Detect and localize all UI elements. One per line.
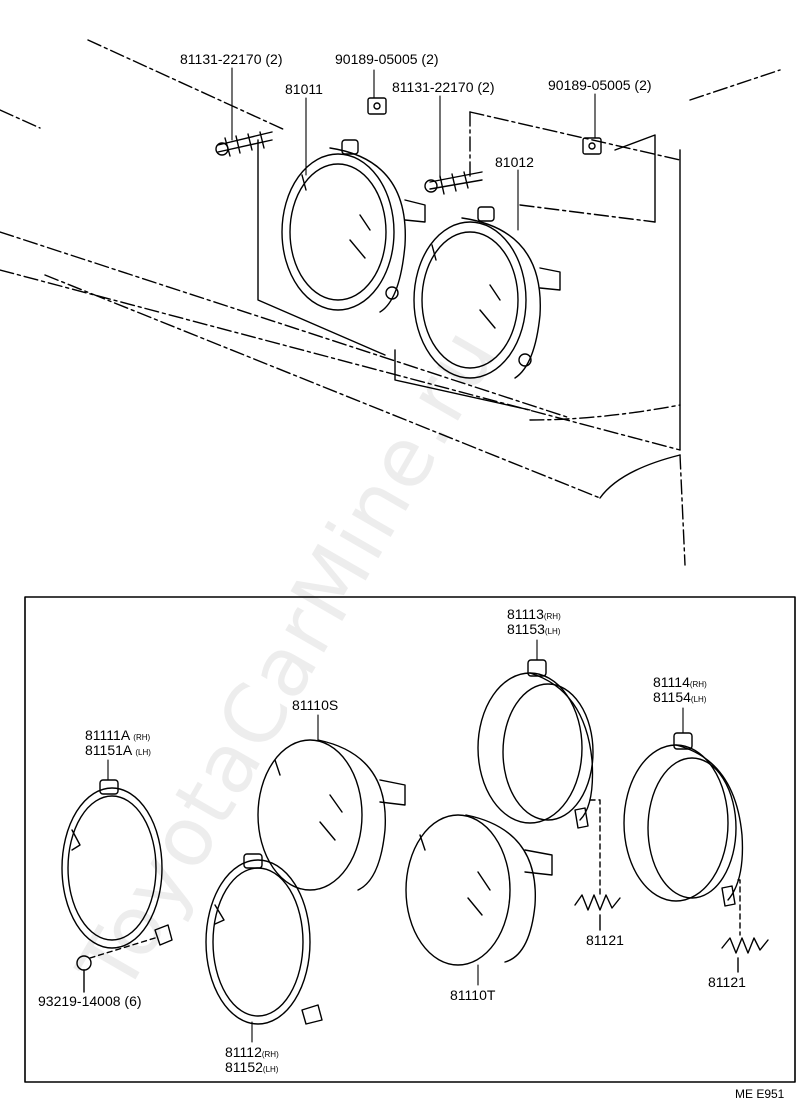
spring-81121-b xyxy=(721,937,769,973)
headlamp-81011 xyxy=(281,139,426,313)
leader-lines-top xyxy=(231,67,596,231)
housing-81114 xyxy=(623,732,744,907)
body-outline xyxy=(0,39,781,566)
bulb-81110t xyxy=(405,814,553,966)
clip-right xyxy=(582,137,602,155)
screw-right xyxy=(424,171,483,195)
nut-93219 xyxy=(76,937,156,993)
screw-left xyxy=(215,131,273,157)
retainer-81112 xyxy=(205,853,323,1025)
detail-frame xyxy=(24,596,796,1083)
housing-81113 xyxy=(477,659,594,829)
ring-81111a xyxy=(61,779,173,949)
clip-left xyxy=(367,97,387,115)
headlamp-81012 xyxy=(413,206,561,379)
spring-dash-a xyxy=(589,799,601,896)
spring-dash-b xyxy=(737,879,741,936)
bulb-81110s xyxy=(257,739,406,891)
leader-lines-detail xyxy=(107,639,684,1043)
spring-81121-a xyxy=(574,894,621,931)
